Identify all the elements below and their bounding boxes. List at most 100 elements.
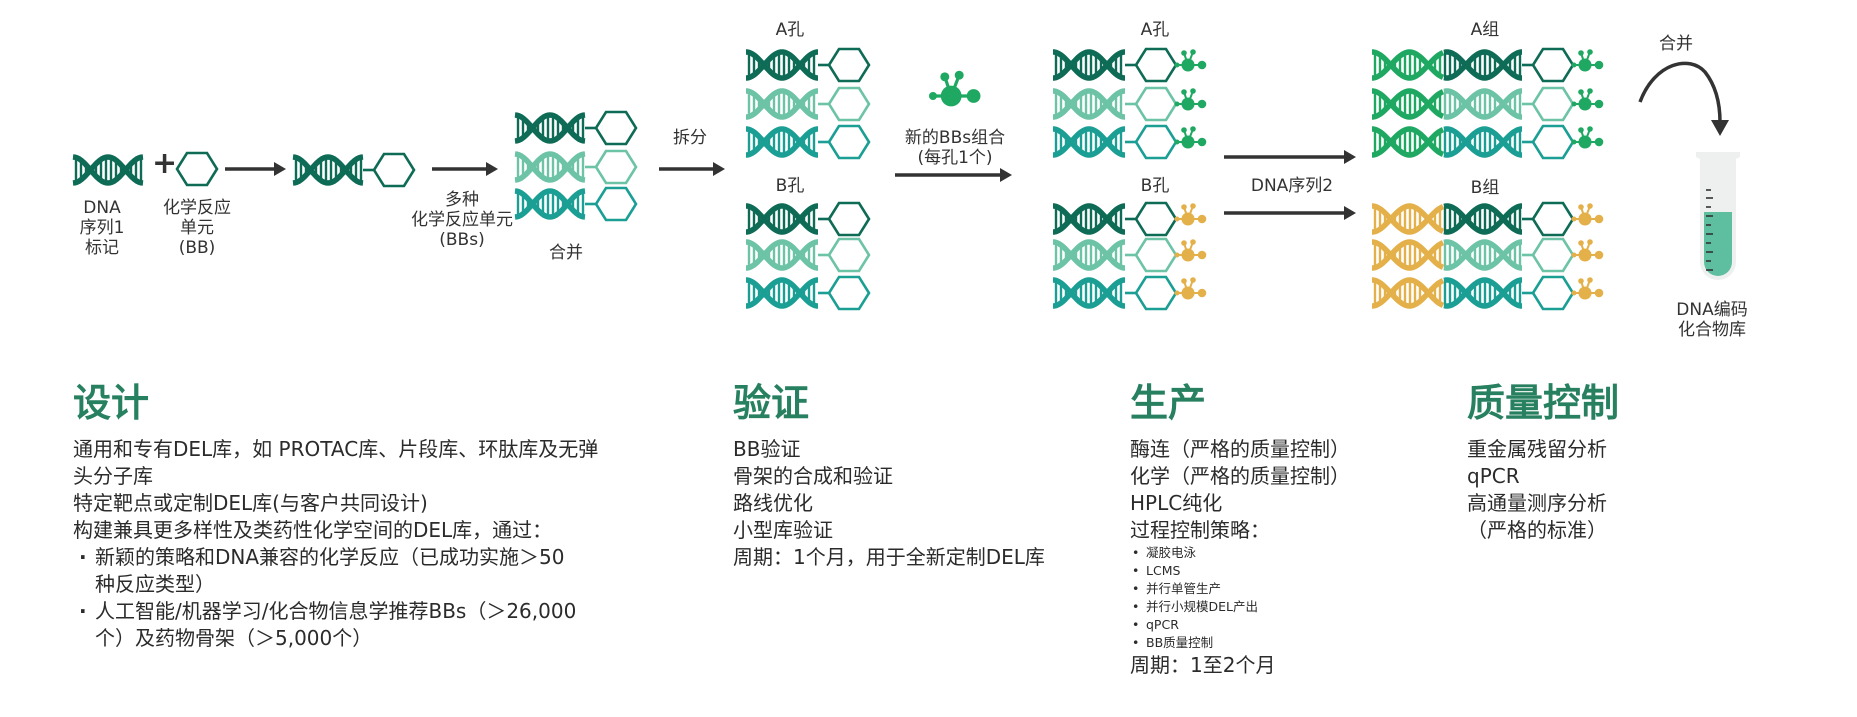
- dna-helix-icon: [72, 154, 144, 186]
- building-block-icon: [175, 151, 219, 187]
- pooled-construct: [514, 110, 638, 146]
- dna-helix-icon: [1053, 49, 1125, 81]
- production-sub-item: 并行小规模DEL产出: [1130, 598, 1430, 616]
- arrow-icon: [225, 162, 286, 176]
- validation-line: BB验证: [733, 437, 801, 461]
- dna-helix-icon: [292, 154, 364, 186]
- design-bullet: 新颖的策略和DNA兼容的化学反应（已成功实施＞50 种反应类型）: [73, 544, 673, 598]
- dna-helix-icon: [1372, 49, 1522, 81]
- new-bbs-molecule-icon: [929, 70, 981, 107]
- well-construct: [746, 201, 871, 237]
- well-b-label: B孔: [775, 176, 805, 196]
- dna-helix-icon: [746, 203, 818, 235]
- dna-helix-icon: [1372, 239, 1522, 271]
- well-construct: [746, 86, 871, 122]
- molecule-icon: [1571, 126, 1604, 149]
- group-b-construct: [1372, 275, 1604, 311]
- molecule-icon: [1571, 277, 1604, 300]
- building-block-label: 化学反应 单元 (BB): [163, 198, 231, 258]
- arrow-icon: [659, 162, 725, 176]
- group-a-construct: [1372, 47, 1604, 83]
- well-construct: [746, 237, 871, 273]
- well-b-construct: [1053, 275, 1207, 311]
- validation-line: 小型库验证: [733, 518, 833, 542]
- dna-helix-icon: [746, 126, 818, 158]
- section-validation: 验证 BB验证 骨架的合成和验证 路线优化 小型库验证 周期：1个月，用于全新定…: [733, 380, 1093, 571]
- design-line: 特定靶点或定制DEL库(与客户共同设计): [73, 491, 428, 515]
- section-title: 生产: [1130, 381, 1207, 425]
- dna-helix-icon: [1053, 126, 1125, 158]
- plus-sign: +: [152, 146, 178, 181]
- split-label: 拆分: [673, 128, 707, 148]
- hexagon-icon: [594, 110, 638, 146]
- dna-sequence2-label: DNA序列2: [1250, 176, 1334, 196]
- well-construct: [746, 275, 871, 311]
- pool-label-2: 合并: [1659, 34, 1693, 54]
- molecule-icon: [1571, 239, 1604, 262]
- dna-helix-icon: [746, 88, 818, 120]
- dna-helix-icon: [746, 277, 818, 309]
- group-b-construct: [1372, 201, 1604, 237]
- hexagon-icon: [827, 47, 871, 83]
- well-b-construct: [1053, 237, 1207, 273]
- pool-label-1: 合并: [549, 243, 583, 263]
- validation-line: 骨架的合成和验证: [733, 464, 893, 488]
- production-line: HPLC纯化: [1130, 491, 1223, 515]
- dna-helix-icon: [746, 239, 818, 271]
- molecule-icon: [1174, 277, 1207, 300]
- group-a-label: A组: [1470, 20, 1500, 40]
- hexagon-icon: [827, 201, 871, 237]
- dna-helix-icon: [1053, 239, 1125, 271]
- hexagon-icon: [827, 237, 871, 273]
- hexagon-icon: [594, 186, 638, 222]
- well-a-label: A孔: [775, 20, 805, 40]
- arrows-layer: [225, 61, 1740, 280]
- section-quality-control: 质量控制 重金属残留分析 qPCR 高通量测序分析 （严格的标准）: [1467, 380, 1787, 544]
- dna-sequence1-label: DNA 序列1 标记: [79, 198, 125, 258]
- well-a-construct: [1053, 47, 1207, 83]
- new-bbs-label: 新的BBs组合 (每孔1个): [904, 128, 1006, 168]
- arrow-icon: [1224, 150, 1356, 164]
- production-sub-item: BB质量控制: [1130, 634, 1430, 652]
- dna-helix-icon: [1053, 277, 1125, 309]
- section-production: 生产 酶连（严格的质量控制） 化学（严格的质量控制） HPLC纯化 过程控制策略…: [1130, 380, 1430, 679]
- hexagon-icon: [827, 124, 871, 160]
- production-line: 过程控制策略：: [1130, 518, 1270, 542]
- well-a-label: A孔: [1140, 20, 1170, 40]
- multiple-bbs-label: 多种 化学反应单元 (BBs): [411, 190, 513, 250]
- section-design: 设计 通用和专有DEL库，如 PROTAC库、片段库、环肽库及无弹 头分子库 特…: [73, 380, 673, 652]
- curved-arrow-icon: [1638, 61, 1729, 136]
- well-b-label: B孔: [1140, 176, 1170, 196]
- section-title: 验证: [733, 381, 810, 425]
- group-a-construct: [1372, 124, 1604, 160]
- well-b-construct: [1053, 201, 1207, 237]
- molecule-icon: [1571, 49, 1604, 72]
- well-construct: [746, 47, 871, 83]
- hexagon-icon: [594, 149, 638, 185]
- section-title: 质量控制: [1467, 381, 1620, 425]
- hexagon-icon: [827, 86, 871, 122]
- qc-line: 重金属残留分析: [1467, 437, 1607, 461]
- dna-helix-icon: [1053, 88, 1125, 120]
- well-a-construct: [1053, 124, 1207, 160]
- dna-sequence1-icon: [72, 154, 144, 186]
- arrow-icon: [432, 162, 498, 176]
- dna-encoded-library-label: DNA编码 化合物库: [1676, 300, 1748, 340]
- production-cycle: 周期：1至2个月: [1130, 653, 1276, 677]
- molecule-icon: [1174, 239, 1207, 262]
- production-sub-item: 并行单管生产: [1130, 580, 1430, 598]
- pooled-construct: [514, 149, 638, 185]
- arrow-icon: [895, 168, 1012, 182]
- production-line: 化学（严格的质量控制）: [1130, 464, 1350, 488]
- molecule-icon: [1174, 126, 1207, 149]
- molecule-icon: [1174, 49, 1207, 72]
- validation-line: 周期：1个月，用于全新定制DEL库: [733, 545, 1045, 569]
- arrow-icon: [1224, 206, 1356, 220]
- dna-helix-icon: [1372, 88, 1522, 120]
- group-a-construct: [1372, 86, 1604, 122]
- dna-helix-icon: [1053, 203, 1125, 235]
- validation-line: 路线优化: [733, 491, 813, 515]
- well-construct: [746, 124, 871, 160]
- pooled-construct: [514, 186, 638, 222]
- dna-helix-icon: [1372, 203, 1522, 235]
